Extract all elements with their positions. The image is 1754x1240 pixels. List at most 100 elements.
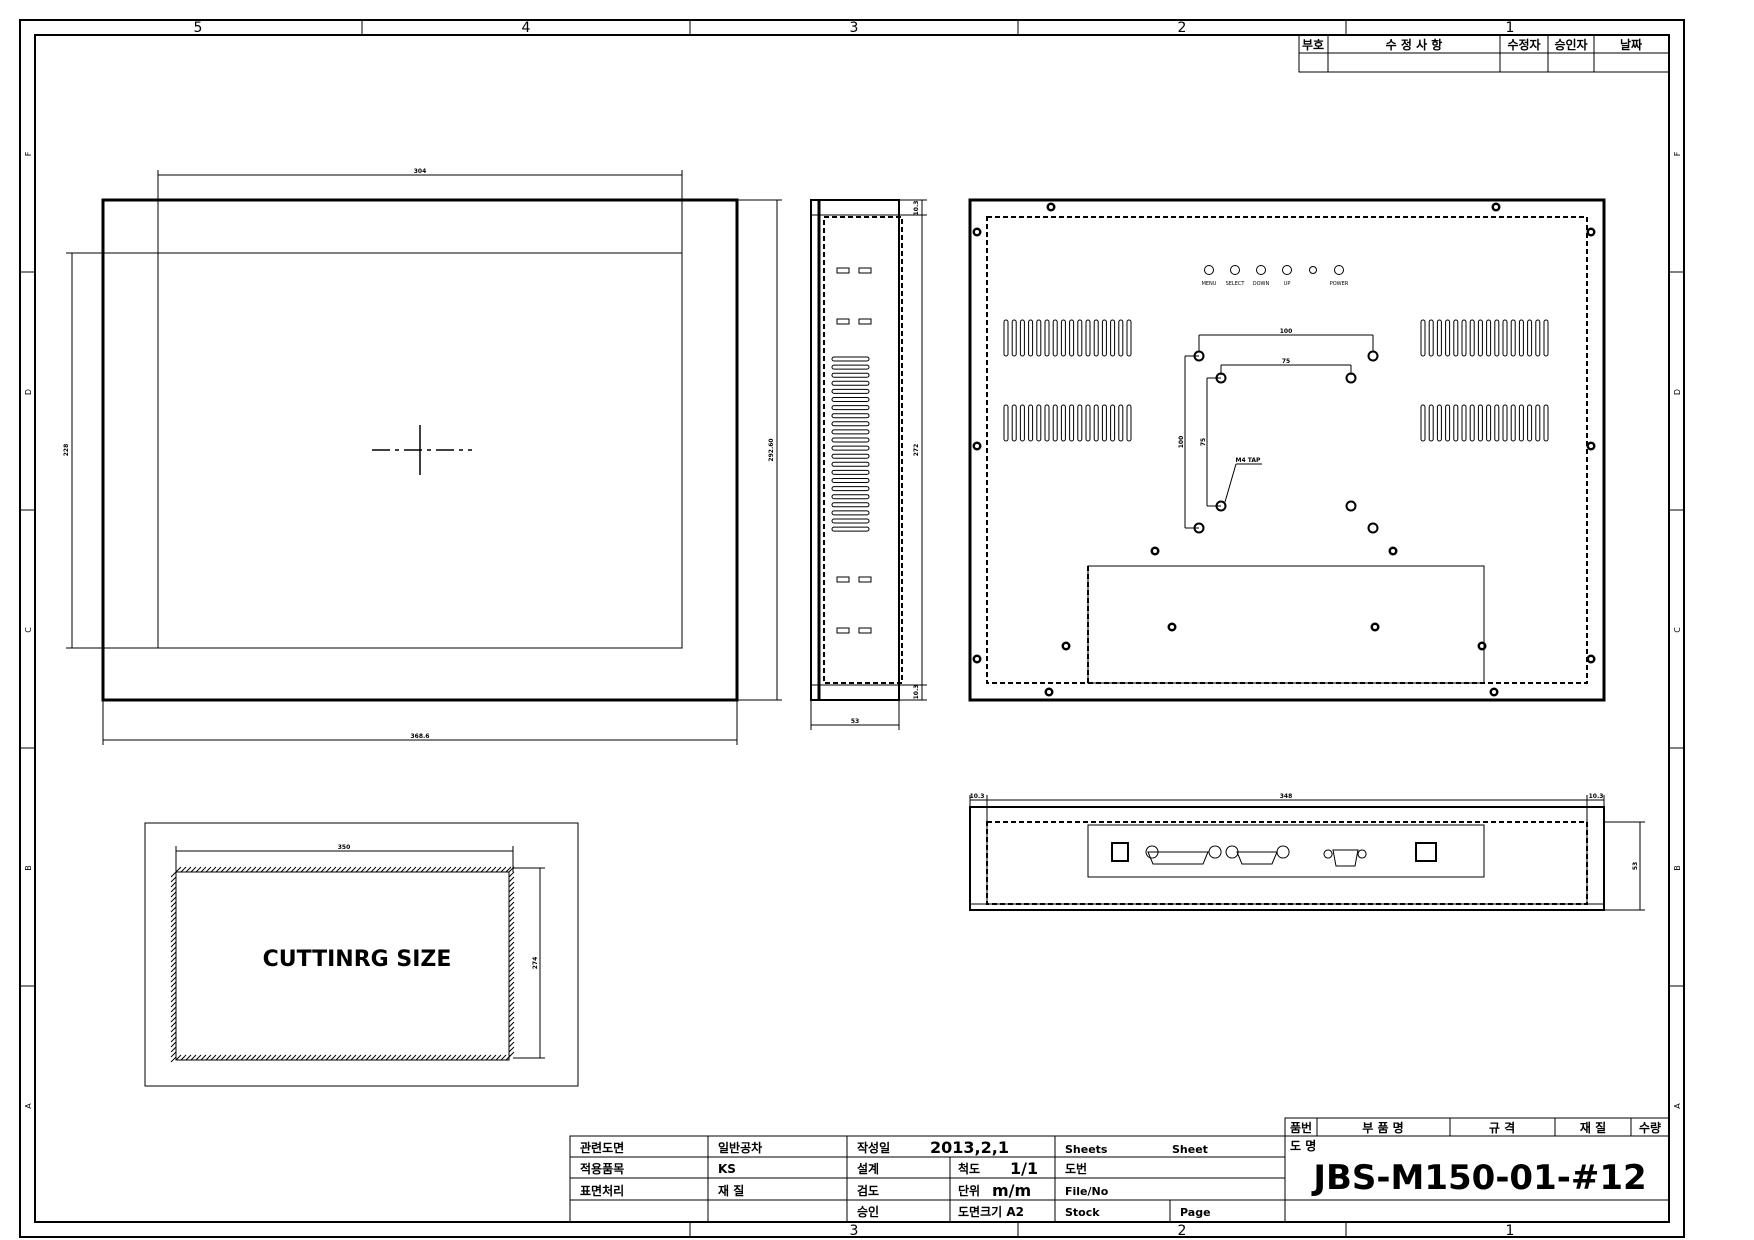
hatch-line xyxy=(335,1054,342,1061)
hatch-line xyxy=(335,866,342,873)
row-label: C xyxy=(1673,627,1682,633)
hatch-line xyxy=(508,946,515,953)
hatch-line xyxy=(508,926,515,933)
hatch-line xyxy=(508,971,515,978)
rear-vent-slot xyxy=(1077,319,1083,357)
hatch-line xyxy=(340,866,347,873)
hatch-line xyxy=(400,1054,407,1061)
dvi-connector xyxy=(1145,845,1222,865)
hatch-line xyxy=(260,866,267,873)
parts-header-no: 품번 xyxy=(1290,1120,1312,1135)
row-label: A xyxy=(1673,1103,1682,1109)
hatch-line xyxy=(410,1054,417,1061)
hatch-line xyxy=(230,1054,237,1061)
hatch-line xyxy=(395,1054,402,1061)
rear-vent-slot xyxy=(1420,319,1426,357)
rear-vent-slot xyxy=(1044,404,1050,442)
hatch-line xyxy=(200,1054,207,1061)
hatch-line xyxy=(290,866,297,873)
tb-design: 설계 xyxy=(857,1161,879,1176)
rear-button xyxy=(1282,265,1292,275)
side-vent-slot xyxy=(831,397,870,402)
hatch-line xyxy=(170,991,177,998)
hatch-line xyxy=(355,866,362,873)
hatch-line xyxy=(508,1031,515,1038)
hatch-line xyxy=(195,1054,202,1061)
hatch-line xyxy=(508,871,515,878)
hatch-line xyxy=(170,941,177,948)
rear-vent-slot xyxy=(1118,319,1124,357)
rear-vent-slot xyxy=(1093,404,1099,442)
hatch-line xyxy=(470,1054,477,1061)
hatch-line xyxy=(225,866,232,873)
hatch-line xyxy=(245,866,252,873)
column-label: 4 xyxy=(522,20,531,36)
hatch-line xyxy=(240,866,247,873)
side-vent-slot xyxy=(831,461,870,467)
hatch-line xyxy=(295,866,302,873)
m4-tap-label: M4 TAP xyxy=(1236,457,1262,464)
hatch-line xyxy=(420,1054,427,1061)
screw-hole-center xyxy=(975,657,979,661)
hatch-line xyxy=(508,976,515,983)
hatch-line xyxy=(235,866,242,873)
rear-vent-slot xyxy=(1052,319,1058,357)
hatch-line xyxy=(508,921,515,928)
hatch-line xyxy=(185,1054,192,1061)
hatch-line xyxy=(315,1054,322,1061)
column-label: 2 xyxy=(1178,20,1187,36)
hatch-line xyxy=(185,866,192,873)
hatch-line xyxy=(300,1054,307,1061)
side-vent-slot xyxy=(831,405,870,411)
screw-hole-center xyxy=(1153,549,1157,553)
hatch-line xyxy=(210,1054,217,1061)
hatch-line xyxy=(360,866,367,873)
rear-vent-slot xyxy=(1060,404,1066,442)
row-labels-right: F D C B A xyxy=(1673,151,1682,1108)
dim-53-bottom: 53 xyxy=(1632,862,1639,870)
hatch-line xyxy=(300,866,307,873)
hatch-line xyxy=(170,996,177,1003)
side-vent-slot xyxy=(831,510,870,516)
rear-vent-slot xyxy=(1494,319,1500,357)
hatch-line xyxy=(330,1054,337,1061)
hatch-line xyxy=(235,1054,242,1061)
hatch-line xyxy=(265,866,272,873)
side-vent-slot xyxy=(831,437,870,443)
hatch-line xyxy=(170,1031,177,1038)
rear-vent-slot xyxy=(1518,404,1524,442)
rear-vent-slot xyxy=(1011,404,1017,442)
hatch-line xyxy=(180,1054,187,1061)
hatch-line xyxy=(275,1054,282,1061)
hatch-line xyxy=(170,1016,177,1023)
hatch-line xyxy=(345,866,352,873)
rear-vent-slot xyxy=(1126,404,1132,442)
hatch-line xyxy=(420,866,427,873)
rear-vent-slot xyxy=(1069,319,1075,357)
hatch-line xyxy=(455,866,462,873)
hatch-line xyxy=(180,866,187,873)
cutting-hatch xyxy=(170,866,515,1063)
hatch-line xyxy=(270,1054,277,1061)
hatch-line xyxy=(508,886,515,893)
hatch-line xyxy=(508,876,515,883)
tb-unit-value: m/m xyxy=(992,1181,1031,1200)
hatch-line xyxy=(325,1054,332,1061)
hatch-line xyxy=(390,866,397,873)
hatch-line xyxy=(170,1056,177,1063)
dim-10-3-left: 10.3 xyxy=(970,793,985,800)
hatch-line xyxy=(508,896,515,903)
rear-vent-slot xyxy=(1077,404,1083,442)
hatch-line xyxy=(255,866,262,873)
hatch-line xyxy=(270,866,277,873)
rear-vent-slot xyxy=(1052,404,1058,442)
hatch-line xyxy=(320,1054,327,1061)
hatch-line xyxy=(220,1054,227,1061)
hatch-line xyxy=(395,866,402,873)
rear-button-label: MENU xyxy=(1202,281,1217,287)
hatch-line xyxy=(380,1054,387,1061)
dim-100-vertical: 100 xyxy=(1178,436,1185,449)
hatch-line xyxy=(508,956,515,963)
rear-vent-slot xyxy=(1477,404,1483,442)
